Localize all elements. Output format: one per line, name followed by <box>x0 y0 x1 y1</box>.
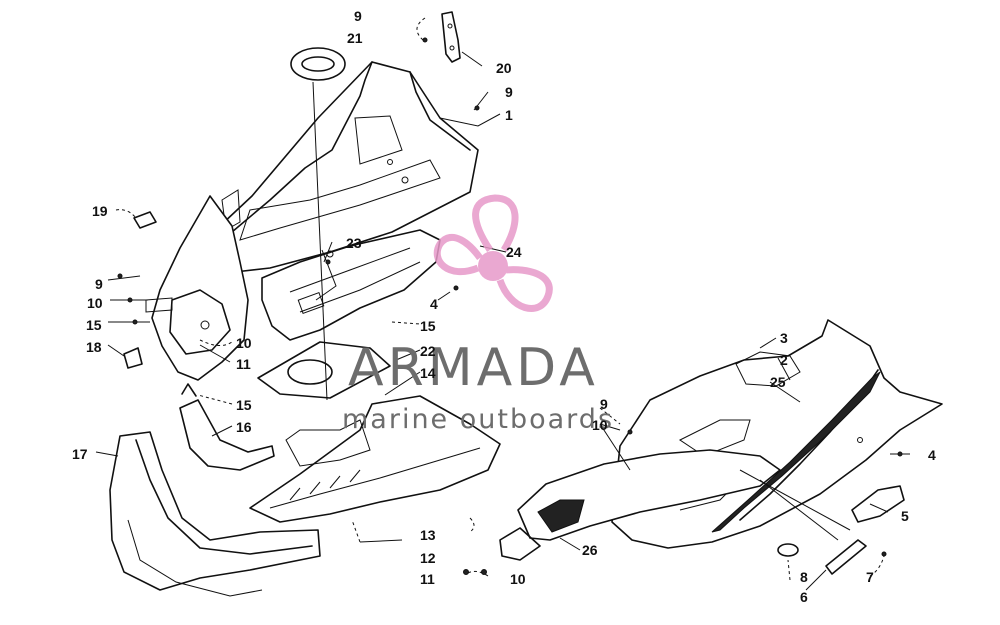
belly-pan-part-13 <box>249 395 501 523</box>
armada-watermark: ARMADA marine outboards <box>342 338 614 435</box>
armada-propeller-logo <box>433 194 553 312</box>
callout-labels: 9 21 20 9 1 19 23 24 9 10 4 15 15 10 18 … <box>72 8 936 605</box>
callout-15: 15 <box>420 318 436 334</box>
callout-19: 19 <box>92 203 108 219</box>
callout-20: 20 <box>496 60 512 76</box>
callout-4: 4 <box>430 296 438 312</box>
callout-17: 17 <box>72 446 88 462</box>
callout-1: 1 <box>505 107 513 123</box>
clip-part-19 <box>133 211 157 229</box>
callout-5: 5 <box>901 508 909 524</box>
running-board-part-26 <box>499 449 781 561</box>
callout-23: 23 <box>346 235 362 251</box>
nose-bumper-part-17 <box>109 431 321 597</box>
callout-16: 16 <box>236 419 252 435</box>
callout-21: 21 <box>347 30 363 46</box>
gasket-ring-part-21 <box>290 47 346 81</box>
callout-9: 9 <box>354 8 362 24</box>
callout-24: 24 <box>506 244 522 260</box>
side-panel-part-2 <box>611 319 943 549</box>
callout-15: 15 <box>86 317 102 333</box>
callout-11: 11 <box>420 571 435 587</box>
callout-9: 9 <box>95 276 103 292</box>
callout-8: 8 <box>800 569 808 585</box>
callout-7: 7 <box>866 569 874 585</box>
callout-10: 10 <box>510 571 526 587</box>
bracket-part-20 <box>441 11 461 63</box>
front-left-shroud <box>145 195 249 381</box>
callout-9: 9 <box>600 396 608 412</box>
callout-25: 25 <box>770 374 786 390</box>
hood-part-1 <box>204 61 479 273</box>
watermark-tagline: marine outboards <box>342 404 614 435</box>
plug-part-8 <box>777 543 799 557</box>
callout-9: 9 <box>505 84 513 100</box>
callout-22: 22 <box>420 343 436 359</box>
callout-6: 6 <box>800 589 808 605</box>
trim-strip-part-6 <box>825 539 867 575</box>
clip-part-18 <box>123 347 143 369</box>
watermark-brand: ARMADA <box>348 338 599 398</box>
callout-10: 10 <box>87 295 103 311</box>
callout-13: 13 <box>420 527 436 543</box>
callout-26: 26 <box>582 542 598 558</box>
callout-11: 11 <box>236 356 251 372</box>
seal-plate-part-22 <box>257 341 391 399</box>
callout-15: 15 <box>236 397 252 413</box>
callout-18: 18 <box>86 339 102 355</box>
callout-4: 4 <box>928 447 936 463</box>
bracket-part-16 <box>179 383 275 471</box>
leader-lines <box>95 17 910 591</box>
fasteners <box>117 37 903 575</box>
trim-piece-part-5 <box>851 485 905 523</box>
callout-12: 12 <box>420 550 436 566</box>
callout-14: 14 <box>420 365 436 381</box>
callout-3: 3 <box>780 330 788 346</box>
callout-10: 10 <box>236 335 252 351</box>
callout-10: 10 <box>592 417 608 433</box>
assembly-axis-line <box>312 81 328 401</box>
callout-2: 2 <box>780 352 788 368</box>
